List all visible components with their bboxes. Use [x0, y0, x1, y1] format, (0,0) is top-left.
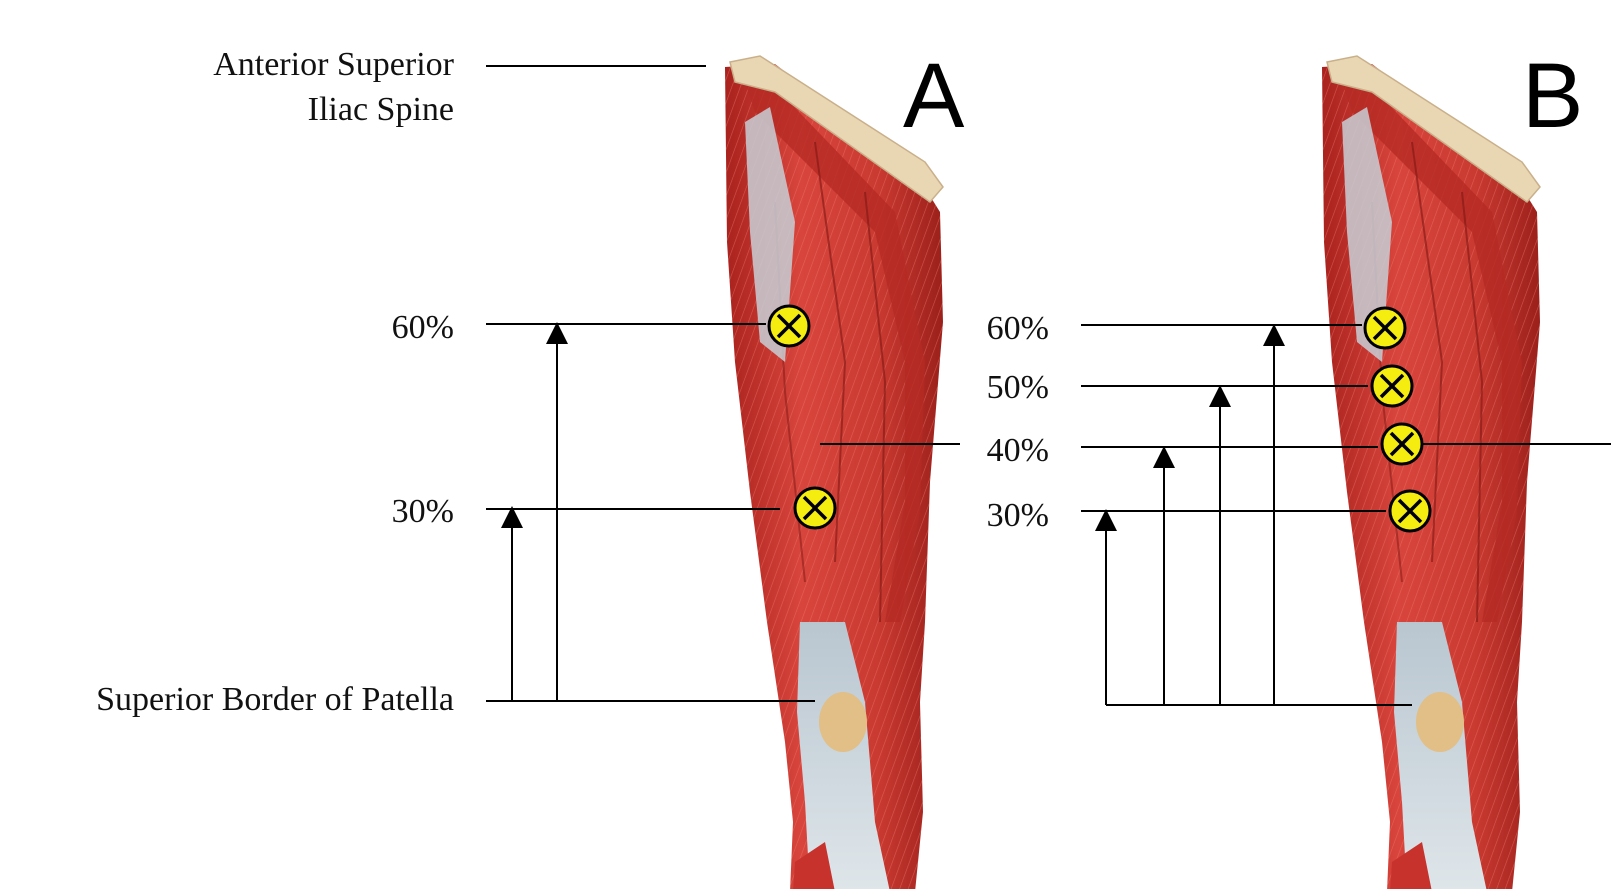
electrode-marker-icon — [1390, 491, 1430, 531]
landmark-patella-label: Superior Border of Patella — [96, 681, 454, 718]
thigh-illustration-a — [725, 56, 943, 889]
electrode-marker-icon — [1382, 424, 1422, 464]
landmark-asis-label-line1: Anterior Superior — [213, 46, 454, 83]
panel-a: A Anterior Superior Iliac Spine 60% 30% … — [96, 45, 965, 889]
level-label-b-30: 30% — [987, 497, 1049, 534]
thigh-illustration-b — [1322, 56, 1540, 889]
panel-b: B 60% 50% 40% 30% — [987, 45, 1611, 889]
level-label-a-60: 60% — [392, 309, 454, 346]
measure-arrow-b-30 — [1095, 509, 1117, 705]
panel-b-letter: B — [1522, 45, 1583, 147]
measure-arrow-b-60 — [1263, 324, 1285, 705]
level-label-a-30: 30% — [392, 493, 454, 530]
measure-arrow-a-30 — [501, 506, 523, 701]
level-label-b-50: 50% — [987, 369, 1049, 406]
level-label-b-60: 60% — [987, 310, 1049, 347]
level-label-b-40: 40% — [987, 432, 1049, 469]
measure-arrow-b-50 — [1209, 385, 1231, 705]
measure-arrow-a-60 — [546, 322, 568, 701]
electrode-marker-icon — [1365, 308, 1405, 348]
measure-arrow-b-40 — [1153, 446, 1175, 705]
panel-a-letter: A — [903, 45, 965, 147]
electrode-marker-icon — [769, 306, 809, 346]
electrode-marker-icon — [1372, 366, 1412, 406]
electrode-marker-icon — [795, 488, 835, 528]
landmark-asis-label-line2: Iliac Spine — [308, 91, 454, 128]
